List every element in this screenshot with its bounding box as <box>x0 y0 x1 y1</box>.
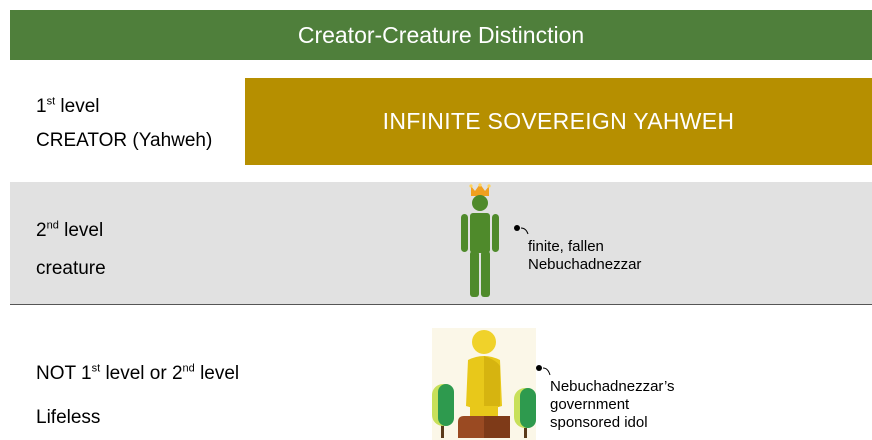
level3-note: Nebuchadnezzar’s government sponsored id… <box>550 378 675 432</box>
creature-band <box>10 182 872 305</box>
level3-label: NOT 1st level or 2nd level Lifeless <box>36 352 239 440</box>
level3-subheading: Lifeless <box>36 407 101 428</box>
level3-callout-connector <box>536 365 551 376</box>
level1-label: 1st level CREATOR (Yahweh) <box>36 90 212 158</box>
level2-subheading: creature <box>36 258 106 279</box>
level3-heading: NOT 1st level or 2nd level <box>36 362 240 384</box>
level2-label: 2nd level creature <box>36 212 106 288</box>
crowned-person-icon <box>461 183 499 297</box>
creator-box-text: INFINITE SOVEREIGN YAHWEH <box>382 108 735 134</box>
level2-callout-connector <box>514 225 529 235</box>
level3-note-line3: sponsored idol <box>550 414 648 431</box>
level2-note-line2: Nebuchadnezzar <box>528 256 642 273</box>
level3-note-line1: Nebuchadnezzar’s <box>550 378 675 395</box>
diagram-title: Creator-Creature Distinction <box>10 10 872 60</box>
level3-note-line2: government <box>550 396 630 413</box>
level1-heading: 1st level <box>36 95 100 117</box>
level2-heading: 2nd level <box>36 219 104 241</box>
level2-note: finite, fallen Nebuchadnezzar <box>528 238 641 274</box>
level2-note-line1: finite, fallen <box>528 238 604 255</box>
level1-subheading: CREATOR (Yahweh) <box>36 130 213 151</box>
creator-box: INFINITE SOVEREIGN YAHWEH <box>245 78 872 165</box>
golden-statue-icon <box>432 328 536 440</box>
